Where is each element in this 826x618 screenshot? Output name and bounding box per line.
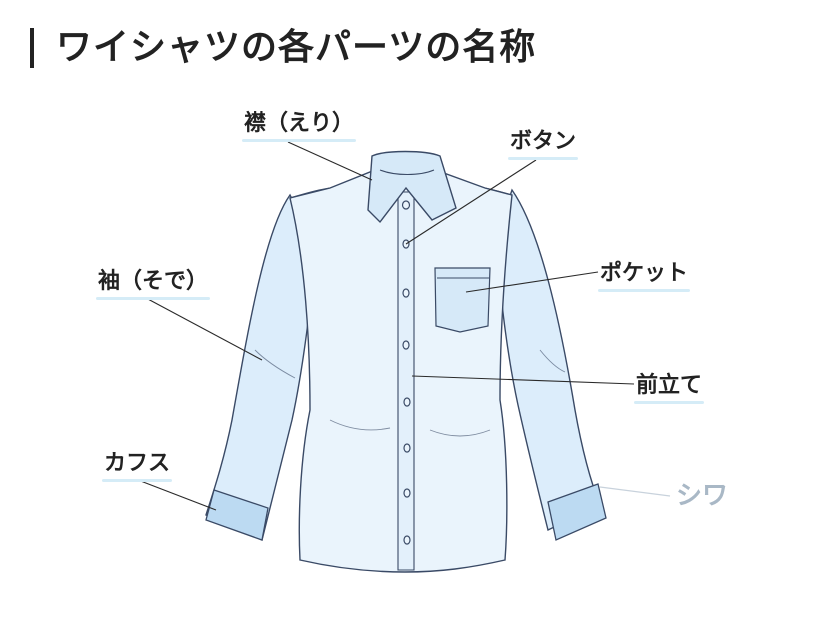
label-collar: 襟（えり）: [242, 110, 357, 142]
button-5: [403, 397, 411, 407]
sleeve-label-underline: [96, 297, 211, 300]
wrinkle-leader: [599, 486, 671, 497]
cuffs-leader: [137, 479, 217, 511]
cuffs-label-text: カフス: [104, 451, 171, 476]
pocket-leader: [465, 271, 599, 293]
button-leader: [405, 159, 537, 245]
button-7: [403, 488, 411, 498]
pocket-label-underline: [598, 289, 691, 292]
cuffs-label-underline: [102, 479, 173, 482]
label-wrinkle: シワ: [676, 482, 728, 510]
pocket-label-text: ポケット: [600, 261, 689, 286]
collar-label-text: 襟（えり）: [244, 111, 355, 136]
title-bar: [30, 28, 34, 68]
placket-label-text: 前立て: [636, 373, 703, 398]
left-cuff: [205, 489, 269, 541]
label-placket: 前立て: [634, 372, 705, 404]
collar: [367, 150, 457, 224]
sleeve-leader: [145, 297, 263, 361]
label-pocket: ポケット: [598, 260, 691, 292]
placket-label-underline: [634, 401, 705, 404]
button-3: [402, 288, 410, 298]
page-title: ワイシャツの各パーツの名称: [56, 27, 537, 68]
wrinkle-label-text: シワ: [676, 481, 729, 511]
right-cuff: [547, 483, 607, 541]
label-button: ボタン: [508, 128, 579, 160]
button-4: [402, 340, 410, 350]
collar-label-underline: [242, 139, 357, 142]
button-label-underline: [508, 157, 579, 160]
button-8: [403, 535, 411, 545]
label-cuffs: カフス: [102, 450, 173, 482]
button-1: [401, 200, 411, 210]
placket: [397, 191, 415, 571]
collar-leader: [287, 141, 373, 181]
pocket: [434, 267, 491, 333]
sleeve-label-text: 袖（そで）: [98, 269, 209, 294]
button-6: [403, 443, 411, 453]
button-label-text: ボタン: [510, 129, 577, 154]
right-sleeve: [494, 188, 601, 532]
placket-leader: [411, 375, 635, 385]
label-sleeve: 袖（そで）: [96, 268, 211, 300]
